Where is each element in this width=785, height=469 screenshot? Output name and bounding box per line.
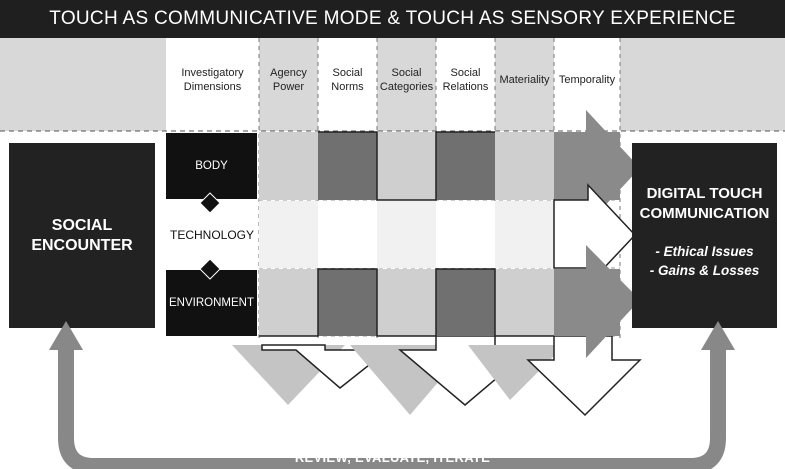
cell-tech-agency (259, 201, 318, 268)
digital-touch-title: DIGITAL TOUCH COMMUNICATION (639, 184, 770, 222)
header-white-col-relations (436, 38, 495, 131)
column-header-social-relations: Social Relations (442, 67, 489, 93)
cell-env-norms (318, 269, 377, 336)
column-header-social-categories: Social Categories (379, 67, 434, 93)
investigatory-dimensions-label: Investigatory Dimensions (181, 67, 244, 93)
cell-tech-materiality (495, 201, 554, 268)
cell-env-relations (436, 269, 495, 336)
right-arrow-environment (554, 245, 640, 358)
ethical-issues-item: - Ethical Issues (655, 243, 754, 259)
cell-env-categories (377, 269, 436, 336)
column-header-social-norms: Social Norms (331, 67, 364, 93)
env-outline (259, 268, 554, 337)
social-encounter-box (9, 143, 155, 328)
gains-losses-item: - Gains & Losses (649, 262, 760, 278)
review-evaluate-iterate-label: REVIEW, EVALUATE, ITERATE (294, 450, 491, 465)
row-label-body: BODY (195, 160, 228, 172)
body-label-box (166, 133, 257, 199)
body-diamond-icon (199, 192, 221, 214)
cell-tech-relations (436, 201, 495, 268)
row-label-environment: ENVIRONMENT (169, 297, 254, 309)
header-white-col-norms (318, 38, 377, 131)
row-label-technology: TECHNOLOGY (169, 228, 254, 242)
cell-tech-norms (318, 201, 377, 268)
cell-body-categories (377, 132, 436, 200)
feedback-arrowhead-left (49, 321, 83, 350)
cell-body-agency (259, 132, 318, 200)
header-band (0, 38, 785, 131)
social-encounter-label: SOCIAL ENCOUNTER (31, 216, 133, 254)
column-header-temporality: Temporality (558, 74, 616, 86)
header-white-label-area (166, 38, 259, 131)
cell-env-materiality (495, 269, 554, 336)
cell-body-materiality (495, 132, 554, 200)
column-header-materiality: Materiality (499, 74, 550, 86)
cell-env-agency (259, 269, 318, 336)
down-arrow-gray-3 (468, 345, 565, 400)
cell-body-norms (318, 132, 377, 200)
down-arrow-outline-1 (261, 344, 391, 389)
body-outline (318, 131, 495, 201)
right-arrow-body (554, 110, 640, 226)
right-arrow-technology (553, 183, 637, 287)
digital-touch-box (632, 143, 777, 328)
page-title: TOUCH AS COMMUNICATIVE MODE & TOUCH AS S… (0, 0, 785, 38)
column-header-agency-power: Agency Power (270, 67, 307, 93)
digital-touch-communication-panel: DIGITAL TOUCH COMMUNICATION - Ethical Is… (632, 143, 777, 328)
environment-diamond-icon (199, 258, 221, 280)
feedback-loop-arrow (58, 350, 726, 469)
cell-tech-categories (377, 201, 436, 268)
environment-label-box (166, 270, 257, 336)
feedback-arrowhead-right (701, 321, 735, 350)
cell-body-relations (436, 132, 495, 200)
down-arrow-outline-3 (526, 335, 642, 417)
